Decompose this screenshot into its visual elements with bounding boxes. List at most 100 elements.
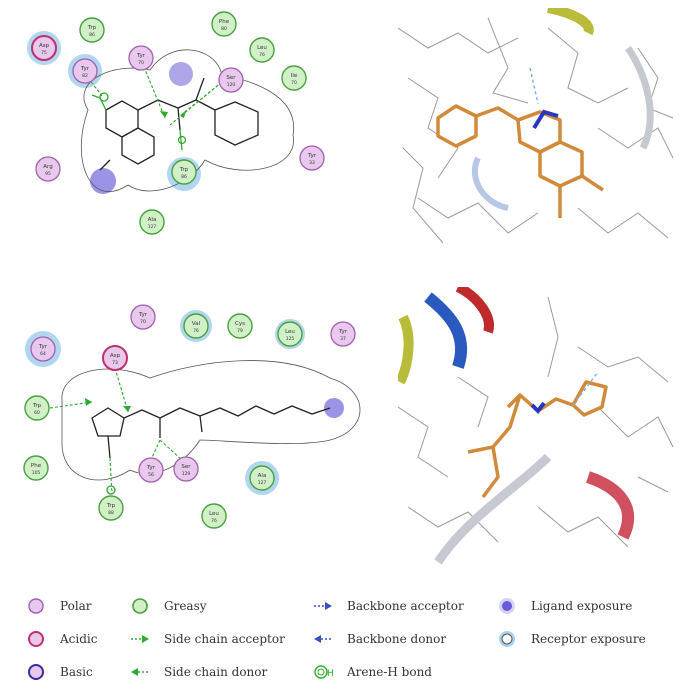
ligand-structure xyxy=(91,405,331,459)
ribbon-helix xyxy=(546,8,594,36)
residue-circle xyxy=(139,209,165,235)
ligand-sticks xyxy=(467,380,608,499)
greasy-symbol xyxy=(132,598,148,614)
legend-label: Acidic xyxy=(60,632,98,646)
residue-code: Ala xyxy=(258,473,267,479)
residue-number: 76 xyxy=(211,518,217,524)
ligand-structure xyxy=(99,77,259,171)
residue-number: 79 xyxy=(237,328,243,334)
residue-number: 80 xyxy=(221,26,227,32)
residue-number: 127 xyxy=(258,480,267,486)
residue-code: Ser xyxy=(226,75,236,81)
receptor-exposure-symbol xyxy=(499,631,515,647)
nitrogen-atoms xyxy=(532,109,559,130)
residue-number: 129 xyxy=(182,471,191,477)
residue-code: Phe xyxy=(31,463,42,469)
residue-circle xyxy=(171,159,197,185)
ligand-exposure-symbol xyxy=(499,598,515,614)
residue-number: 70 xyxy=(138,60,144,66)
legend: Polar Acidic Basic Greasy Side chain acc… xyxy=(0,588,685,700)
residue-code: Leu xyxy=(209,511,219,517)
legend-receptor-exposure: Receptor exposure xyxy=(497,629,646,649)
residue-circle xyxy=(128,45,154,71)
ribbon-helix-red xyxy=(455,287,494,334)
legend-backbone-donor: Backbone donor xyxy=(313,629,446,649)
basic-symbol xyxy=(28,664,44,680)
residue-code: Ile xyxy=(291,73,298,79)
residue-number: 127 xyxy=(148,224,157,230)
legend-backbone-acceptor: Backbone acceptor xyxy=(313,596,464,616)
ribbon-helix-blue xyxy=(424,292,468,369)
legend-label: Backbone acceptor xyxy=(347,599,464,613)
residue-circle xyxy=(277,321,303,347)
residue-code: Asp xyxy=(39,43,50,49)
legend-ligand-exposure: Ligand exposure xyxy=(497,596,632,616)
residue-code: Tyr xyxy=(307,153,317,159)
residue-circle xyxy=(330,321,356,347)
residue-code: Ser xyxy=(181,464,191,470)
legend-acidic: Acidic xyxy=(26,629,97,649)
residue-code: Tyr xyxy=(80,66,90,72)
hbond-arrowheads xyxy=(85,398,131,412)
residue-circle xyxy=(31,35,57,61)
residue-circle xyxy=(24,395,50,421)
residue-number: 120 xyxy=(227,82,236,88)
residue-number: 37 xyxy=(340,336,346,342)
residue-nodes-top: Asp75Trp86Phe80Tyr82Tyr70Leu76Ile70Ser12… xyxy=(31,11,325,235)
residue-circle xyxy=(249,37,275,63)
pocket-contour xyxy=(61,360,361,481)
hbond-arrowheads xyxy=(160,110,186,118)
residue-code: Trp xyxy=(32,403,42,409)
backbone-acceptor-symbol xyxy=(314,602,332,610)
3d-structure-svg-top xyxy=(398,8,674,244)
residue-number: 75 xyxy=(41,50,47,56)
ribbon-strand xyxy=(625,46,654,150)
residue-number: 88 xyxy=(108,510,114,516)
residue-number: 70 xyxy=(140,319,146,325)
residue-code: Tyr xyxy=(138,312,148,318)
residue-code: Trp xyxy=(106,503,116,509)
side-chain-acceptor-symbol xyxy=(131,635,149,643)
residue-circle xyxy=(130,304,156,330)
nitrogen-atoms xyxy=(530,401,546,415)
pocket-contour xyxy=(80,49,295,192)
receptor-sticks xyxy=(398,17,674,244)
residue-number: 76 xyxy=(193,328,199,334)
ribbon-strand xyxy=(434,453,552,565)
residue-number: 60 xyxy=(34,410,40,416)
legend-greasy: Greasy xyxy=(130,596,207,616)
legend-label: Receptor exposure xyxy=(531,632,646,646)
residue-number: 82 xyxy=(82,73,88,79)
ribbon-strand xyxy=(471,156,509,211)
legend-polar: Polar xyxy=(26,596,92,616)
hbond-lines xyxy=(84,61,223,126)
legend-label: Greasy xyxy=(164,599,207,613)
residue-code: Trp xyxy=(87,25,97,31)
legend-label: Side chain donor xyxy=(164,665,268,679)
residue-circle xyxy=(102,345,128,371)
legend-label: Ligand exposure xyxy=(531,599,633,613)
residue-number: 33 xyxy=(309,160,315,166)
residue-code: Leu xyxy=(285,329,295,335)
residue-number: 70 xyxy=(291,80,297,86)
residue-code: Asp xyxy=(110,353,121,359)
backbone-donor-symbol xyxy=(314,635,332,643)
arene-h-marker xyxy=(106,485,116,495)
residue-circle xyxy=(138,457,164,483)
